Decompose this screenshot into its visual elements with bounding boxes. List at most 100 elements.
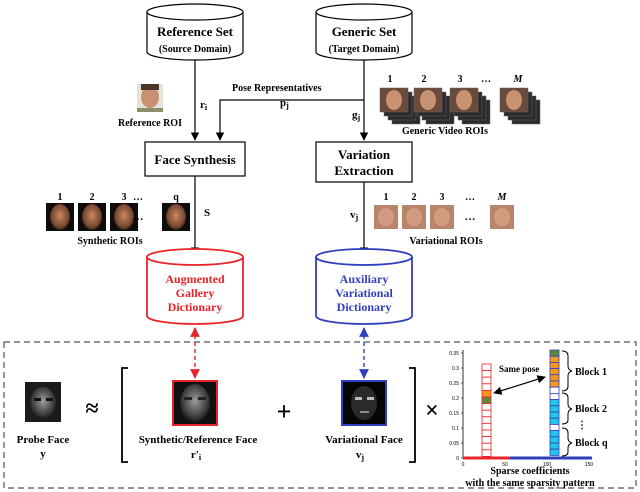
right-cell-4	[549, 374, 560, 382]
block2-label: Block 2	[575, 404, 607, 415]
reference-set-db: Reference Set (Source Domain)	[146, 3, 244, 61]
v-j-label: vj	[356, 449, 365, 462]
generic-set-db: Generic Set (Target Domain)	[315, 3, 413, 61]
sparse-label-line1: Sparse coefficients	[490, 466, 569, 477]
decomposition-panel	[3, 341, 637, 489]
synthetic-ellipsis: …	[133, 211, 144, 223]
synthetic-reference-face-image	[172, 380, 218, 426]
generic-set-title: Generic Set	[332, 24, 397, 39]
reference-roi-label: Reference ROI	[118, 118, 182, 129]
synthetic-roi-face-2	[82, 204, 102, 230]
left-cell-5	[481, 396, 492, 404]
same-pose-arrow	[493, 375, 546, 395]
reference-set-title: Reference Set	[157, 24, 234, 39]
label-g: gj	[352, 109, 361, 122]
y-tick-label-7: 0	[456, 456, 459, 462]
y-tick-label-0: 0.35	[449, 351, 459, 357]
left-cell-1	[481, 370, 492, 378]
generic-index-1: 1	[388, 74, 393, 85]
left-coefficient-vector	[481, 363, 492, 457]
right-coefficient-vector	[549, 349, 560, 456]
synthetic-rois	[46, 203, 190, 231]
chart-y-ticks: 0.350.30.250.20.150.10.050	[449, 351, 463, 462]
face-synthesis-label: Face Synthesis	[154, 152, 235, 167]
left-cell-2	[481, 376, 492, 385]
variation-extraction-block: Variation Extraction	[315, 141, 413, 183]
approx-sign: ≈	[85, 396, 98, 422]
variation-label-line2: Extraction	[334, 163, 394, 178]
block1-label: Block 1	[575, 367, 607, 378]
generic-face-3	[456, 90, 472, 110]
left-cell-7	[481, 409, 492, 418]
block2-brace	[561, 392, 573, 425]
generic-set-subtitle: (Target Domain)	[328, 44, 399, 55]
sparse-label-line2: with the same sparsity pattern	[465, 478, 595, 489]
variational-index-1: 1	[384, 192, 389, 203]
reference-set-subtitle: (Source Domain)	[159, 44, 231, 55]
synthetic-index-3: 3	[122, 192, 127, 203]
variational-roi-patch-1	[378, 208, 394, 226]
right-cell-11	[549, 417, 560, 425]
augmented-line1: Augmented	[165, 272, 225, 286]
y-tick-label-1: 0.3	[452, 366, 459, 372]
y-tick-label-4: 0.15	[449, 411, 459, 417]
variational-roi-patch-5	[494, 208, 510, 226]
synthetic-roi-face-1	[50, 204, 70, 230]
synthetic-index-4: …	[133, 192, 143, 203]
face-synthesis-block: Face Synthesis	[144, 141, 246, 177]
generic-index-3: 3	[458, 74, 463, 85]
generic-face-1	[386, 90, 402, 110]
augmented-line2: Gallery	[176, 286, 215, 300]
left-cell-10	[481, 429, 492, 437]
right-cell-2	[549, 361, 560, 369]
left-cell-11	[481, 436, 492, 444]
synthetic-roi-face-3	[114, 204, 134, 230]
label-p: pj	[280, 97, 289, 110]
synthetic-index-1: 1	[58, 192, 63, 203]
x-tick-label-0: 0	[462, 462, 465, 468]
right-cell-12	[549, 423, 560, 431]
variational-rois	[374, 205, 514, 229]
pose-representatives-label: Pose Representatives	[232, 83, 322, 94]
left-cell-4	[481, 389, 492, 398]
right-cell-15	[549, 442, 560, 450]
left-bracket	[121, 367, 128, 463]
auxiliary-variational-dictionary: Auxiliary Variational Dictionary	[315, 248, 413, 325]
variational-index-4: …	[465, 192, 475, 203]
blockq-brace	[561, 427, 573, 457]
left-cell-12	[481, 442, 492, 451]
variation-label-line1: Variation	[338, 147, 391, 162]
y-tick-label-2: 0.25	[449, 381, 459, 387]
left-cell-3	[481, 383, 492, 391]
right-cell-8	[549, 399, 560, 407]
generic-index-2: 2	[422, 74, 427, 85]
right-cell-9	[549, 405, 560, 413]
right-cell-14	[549, 436, 560, 444]
right-cell-3	[549, 368, 560, 376]
blockq-label: Block q	[575, 438, 608, 449]
block-vdots: ⋮	[577, 420, 587, 431]
y-tick-label-5: 0.1	[452, 426, 459, 432]
r-prime-label: r'i	[191, 449, 202, 462]
variational-ellipsis: …	[465, 211, 476, 223]
synthetic-index-2: 2	[90, 192, 95, 203]
generic-face-2	[420, 90, 436, 110]
same-pose-label: Same pose	[499, 364, 539, 374]
y-tick-label-3: 0.2	[452, 396, 459, 402]
left-cell-9	[481, 422, 492, 431]
left-cell-13	[481, 449, 492, 457]
label-s: S	[204, 207, 210, 219]
augmented-line3: Dictionary	[168, 300, 223, 314]
block1-brace	[561, 350, 573, 392]
left-cell-0	[481, 363, 492, 371]
auxiliary-line2: Variational	[335, 286, 393, 300]
auxiliary-line3: Dictionary	[337, 300, 392, 314]
x-tick-label-3: 150	[585, 462, 594, 468]
